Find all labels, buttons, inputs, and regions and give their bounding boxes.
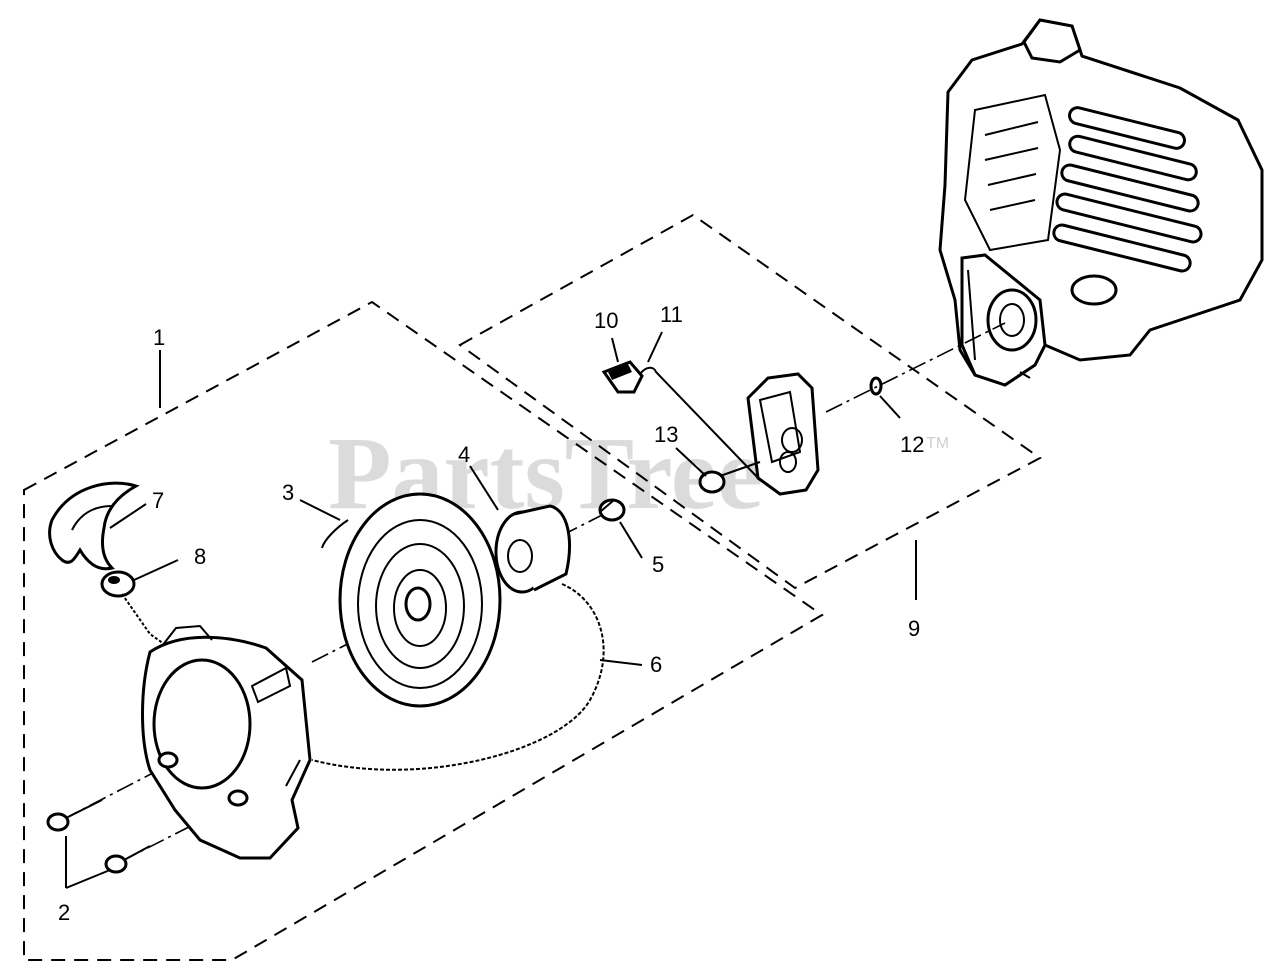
leader-13 [675, 447, 707, 477]
leader-6 [599, 659, 643, 666]
callout-6: 6 [650, 652, 662, 677]
assembly-boundary-pulley [458, 213, 1042, 590]
starter-rope-part [311, 583, 605, 771]
recoil-reel-part [321, 492, 502, 708]
pawl-part [601, 360, 644, 394]
callout-8: 8 [194, 544, 206, 569]
leader-7 [109, 503, 147, 529]
axis-line-engine [825, 322, 1006, 413]
rope-handle [121, 593, 165, 645]
callout-7: 7 [152, 488, 164, 513]
leader-5 [619, 521, 643, 559]
callout-1: 1 [153, 325, 165, 350]
callout-4: 4 [458, 442, 470, 467]
pawl-spring-part [639, 366, 761, 481]
callout-3: 3 [282, 480, 294, 505]
leader-10 [611, 337, 619, 363]
screw-part-2b [104, 845, 151, 874]
callout-12: 12 [900, 432, 924, 457]
leader-12 [879, 395, 901, 419]
screw-part-2a [46, 799, 103, 832]
callout-11: 11 [660, 302, 683, 327]
pulley-part [746, 372, 820, 496]
leader-2 [65, 836, 111, 889]
nut-part [598, 498, 626, 522]
starter-housing-part [141, 624, 312, 860]
leader-3 [299, 499, 341, 521]
screw-part-13 [698, 461, 761, 494]
callout-5: 5 [652, 552, 664, 577]
engine-housing [938, 18, 1264, 387]
leader-8 [133, 559, 179, 581]
callout-2: 2 [58, 900, 70, 925]
watermark-trademark: TM [926, 435, 949, 452]
leader-4 [469, 465, 499, 511]
washer-part [869, 376, 883, 396]
pulley-part-4 [494, 504, 571, 594]
rope-insert-part [100, 570, 136, 598]
callout-10: 10 [594, 308, 618, 333]
assembly-boundary-starter [23, 300, 824, 961]
callout-9: 9 [908, 616, 920, 641]
leader-11 [647, 331, 663, 363]
callout-13: 13 [654, 422, 678, 447]
starter-handle-part [48, 481, 140, 571]
